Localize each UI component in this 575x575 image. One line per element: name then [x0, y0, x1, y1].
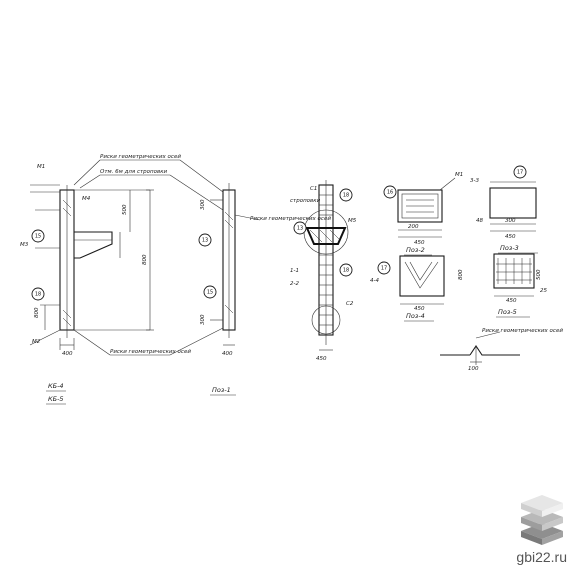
cut-4-4: 4-4 — [370, 278, 379, 284]
dim-bracket-top: 500 — [122, 204, 128, 215]
label-risk-bottom: Риски геометрических осей — [110, 349, 191, 355]
tag-13a: 13 — [202, 238, 208, 244]
tag-15a: 15 — [35, 234, 41, 240]
label-otm: Отм. 6м для строповки — [100, 169, 168, 175]
cage-stirrups — [319, 194, 333, 326]
section-pos5: Поз-5 — [498, 308, 517, 316]
column-elevation-left: Риски геометрических осей Отм. 6м для ст… — [20, 154, 191, 405]
label-m1b: М1 — [455, 172, 463, 178]
dim-sec3-b: 800 — [458, 269, 464, 280]
tag-13b: 13 — [297, 226, 303, 232]
dim-side-top: 300 — [200, 199, 206, 210]
tag-18a: 18 — [35, 292, 41, 298]
mark-kb4: КБ-4 — [48, 382, 64, 390]
section-bottom-right: 500 450 25 Поз-5 — [493, 253, 547, 318]
dim-vertical-main: 800 — [142, 254, 148, 265]
label-m4: М4 — [82, 196, 91, 202]
label-risk-detail: Риски геометрических осей — [482, 328, 563, 334]
section-pos4: Поз-4 — [406, 312, 425, 320]
reinforcement-cage: 450 С1 С2 строповки 1-1 2-2 М5 18 13 18 — [290, 180, 357, 362]
dim-sec4-a: 500 — [536, 269, 542, 280]
brand-site-text: gbi22.ru — [516, 549, 567, 565]
dim-sec4-b: 450 — [506, 298, 517, 304]
detail-bottom-right: Риски геометрических осей 100 — [440, 328, 563, 372]
dim-cage-width: 450 — [316, 356, 327, 362]
dim-sec2-a: 300 — [505, 218, 516, 224]
label-m5: М5 — [348, 218, 357, 224]
tag-17a: 17 — [517, 170, 523, 176]
section-top-left: 200 450 Поз-2 М1 16 — [383, 172, 463, 256]
dim-base: 800 — [34, 307, 40, 318]
label-m2: М2 — [32, 339, 41, 345]
column-elevation-side: Риски геометрических осей 300 300 400 По… — [169, 159, 331, 396]
view-c2: С2 — [346, 301, 354, 307]
dim-sec3-a: 450 — [414, 306, 425, 312]
section-pos3: Поз-3 — [500, 244, 519, 252]
dim-sec1-b: 450 — [414, 240, 425, 246]
dim-sec2-b: 450 — [505, 234, 516, 240]
dim-detail: 100 — [468, 366, 479, 372]
label-m1: М1 — [37, 164, 45, 170]
label-risk-top: Риски геометрических осей — [100, 154, 181, 160]
label-m3: М3 — [20, 242, 29, 248]
stacked-slabs-icon — [521, 495, 563, 545]
mark-kb5: КБ-5 — [48, 395, 64, 403]
cut-2-2: 2-2 — [290, 281, 299, 287]
section-top-right: 3-3 300 450 48 Поз-3 17 — [470, 165, 538, 254]
tag-17b: 17 — [381, 266, 387, 272]
section-bottom-left: 450 800 Поз-4 4-4 17 — [370, 255, 464, 322]
tag-15b: 15 — [207, 290, 213, 296]
dim-side-width: 400 — [222, 351, 233, 357]
tag-16: 16 — [387, 190, 393, 196]
cut-3-3: 3-3 — [470, 178, 479, 184]
label-stropovki: строповки — [290, 198, 321, 204]
dim-width-left: 400 — [62, 351, 73, 357]
tag-18b: 18 — [343, 193, 349, 199]
cut-1-1: 1-1 — [290, 268, 299, 274]
tag-18c: 18 — [343, 268, 349, 274]
view-c1: С1 — [310, 186, 317, 192]
section-pos1: Поз-1 — [212, 386, 231, 394]
label-risk-right: Риски геометрических осей — [250, 216, 331, 222]
section-pos2: Поз-2 — [406, 246, 425, 254]
dim-sec1-a: 200 — [408, 224, 419, 230]
brand-watermark: gbi22.ru — [516, 495, 567, 565]
dim-side-bottom: 300 — [200, 314, 206, 325]
dim-sec2-c: 48 — [476, 218, 483, 224]
dim-sec4-c: 25 — [540, 288, 547, 294]
